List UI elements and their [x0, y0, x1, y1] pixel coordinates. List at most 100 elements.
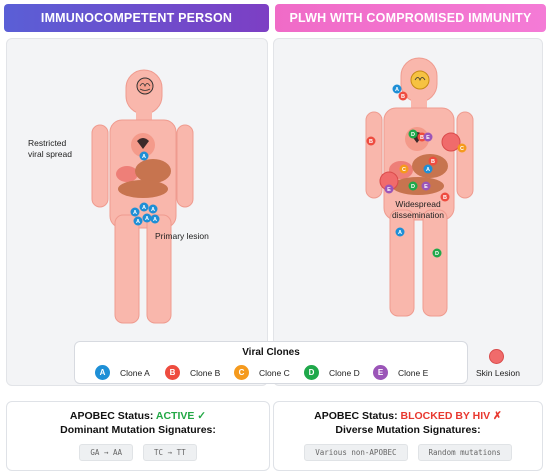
left-arm-left [91, 124, 109, 208]
svg-text:A: A [398, 230, 402, 236]
svg-text:A: A [133, 210, 137, 216]
status-active-value: ACTIVE ✓ [155, 410, 207, 422]
right-arm-left [365, 111, 383, 199]
header-right-label: PLWH WITH COMPROMISED IMMUNITY [289, 11, 532, 25]
svg-text:E: E [424, 184, 428, 190]
clone-marker-d: D [408, 181, 418, 191]
apobec-active-box: APOBEC Status: ACTIVE ✓ Dominant Mutatio… [6, 401, 270, 471]
clone-marker-c: C [399, 164, 409, 174]
svg-text:D: D [435, 251, 439, 257]
clone-marker-a: A [139, 151, 149, 161]
svg-text:A: A [136, 219, 140, 225]
left-organ-liver [116, 166, 138, 182]
left-body-figure [91, 69, 194, 324]
apobec-status-left: APOBEC Status: ACTIVE ✓ [7, 410, 269, 422]
clone-marker-c: C [457, 143, 467, 153]
clone-marker-a: A [392, 84, 402, 94]
clone-marker-a: A [150, 214, 160, 224]
signature-chip: Random mutations [417, 444, 512, 461]
legend-label: Clone D [329, 367, 360, 378]
right-body-figure [365, 57, 474, 317]
signature-chip: TC → TT [143, 444, 197, 461]
status-prefix: APOBEC Status: [314, 410, 401, 422]
skin-lesion-label: Skin Lesion [476, 368, 520, 378]
svg-text:D: D [411, 132, 415, 138]
left-leg-left [114, 214, 140, 324]
clone-c-dot: C [234, 365, 249, 380]
status-blocked-value: BLOCKED BY HIV ✗ [400, 410, 502, 422]
svg-text:D: D [411, 184, 415, 190]
clone-b-dot: B [165, 365, 180, 380]
left-lungs-icon [137, 138, 149, 149]
svg-text:A: A [145, 216, 149, 222]
legend-label: Clone E [398, 367, 429, 378]
apobec-blocked-box: APOBEC Status: BLOCKED BY HIV ✗ Diverse … [273, 401, 543, 471]
status-prefix: APOBEC Status: [69, 410, 156, 422]
svg-text:C: C [460, 146, 464, 152]
clone-marker-d: D [408, 129, 418, 139]
legend-item-clone-c: C Clone C [234, 365, 290, 380]
svg-text:E: E [426, 135, 430, 141]
clone-marker-a: A [133, 216, 143, 226]
dominant-signatures-title: Dominant Mutation Signatures: [60, 424, 216, 436]
legend-item-clone-b: B Clone B [165, 365, 220, 380]
legend-label: Clone A [120, 367, 150, 378]
clone-marker-e: E [384, 184, 394, 194]
clone-marker-b: B [428, 156, 438, 166]
svg-text:A: A [395, 87, 399, 93]
signature-chip: GA → AA [79, 444, 133, 461]
right-arm-right [456, 111, 474, 199]
legend-item-clone-a: A Clone A [95, 365, 150, 380]
svg-text:B: B [369, 139, 373, 145]
skin-lesion-shoulder [441, 132, 461, 152]
left-organ-stomach [135, 159, 171, 183]
clone-a-dot: A [95, 365, 110, 380]
svg-text:A: A [153, 217, 157, 223]
svg-text:A: A [142, 154, 146, 160]
left-arm-right [176, 124, 194, 208]
svg-text:B: B [431, 159, 435, 165]
legend-label: Clone C [259, 367, 290, 378]
clone-marker-b: B [440, 192, 450, 202]
clone-marker-a: A [139, 202, 149, 212]
svg-text:B: B [420, 135, 424, 141]
svg-text:A: A [142, 205, 146, 211]
svg-text:E: E [387, 187, 391, 193]
header-plwh: PLWH WITH COMPROMISED IMMUNITY [275, 4, 546, 32]
clone-marker-a: A [130, 207, 140, 217]
legend-label: Clone B [190, 367, 221, 378]
header-left-label: IMMUNOCOMPETENT PERSON [40, 11, 233, 25]
viral-clones-legend: Viral Clones A Clone A B Clone B C Clone… [74, 341, 468, 384]
header-immunocompetent: IMMUNOCOMPETENT PERSON [4, 4, 269, 32]
svg-text:A: A [151, 207, 155, 213]
clone-marker-a: A [148, 204, 158, 214]
legend-item-clone-d: D Clone D [304, 365, 360, 380]
right-leg-right [422, 209, 448, 317]
restricted-spread-label: Restricted viral spread [28, 138, 72, 159]
legend-item-clone-e: E Clone E [373, 365, 428, 380]
primary-lesion-label: Primary lesion [155, 231, 209, 241]
svg-text:A: A [426, 167, 430, 173]
clone-marker-a: A [395, 227, 405, 237]
clone-marker-d: D [432, 248, 442, 258]
left-neck [136, 108, 152, 122]
clone-marker-b: B [366, 136, 376, 146]
right-organ-intestine [392, 177, 444, 195]
clone-marker-a: A [142, 213, 152, 223]
apobec-status-right: APOBEC Status: BLOCKED BY HIV ✗ [274, 410, 542, 422]
widespread-label: Widespread dissemination [392, 199, 444, 220]
svg-text:C: C [402, 167, 406, 173]
legend-title: Viral Clones [242, 347, 300, 358]
clone-marker-e: E [423, 132, 433, 142]
svg-text:B: B [401, 94, 405, 100]
signature-chips-left: GA → AA TC → TT [7, 444, 269, 461]
clone-marker-b: B [398, 91, 408, 101]
clone-d-dot: D [304, 365, 319, 380]
signature-chips-right: Various non-APOBEC Random mutations [274, 444, 542, 461]
svg-text:B: B [443, 195, 447, 201]
skin-lesion-legend-dot [489, 349, 504, 364]
clone-e-dot: E [373, 365, 388, 380]
clone-marker-a: A [423, 164, 433, 174]
right-leg-left [389, 209, 415, 317]
